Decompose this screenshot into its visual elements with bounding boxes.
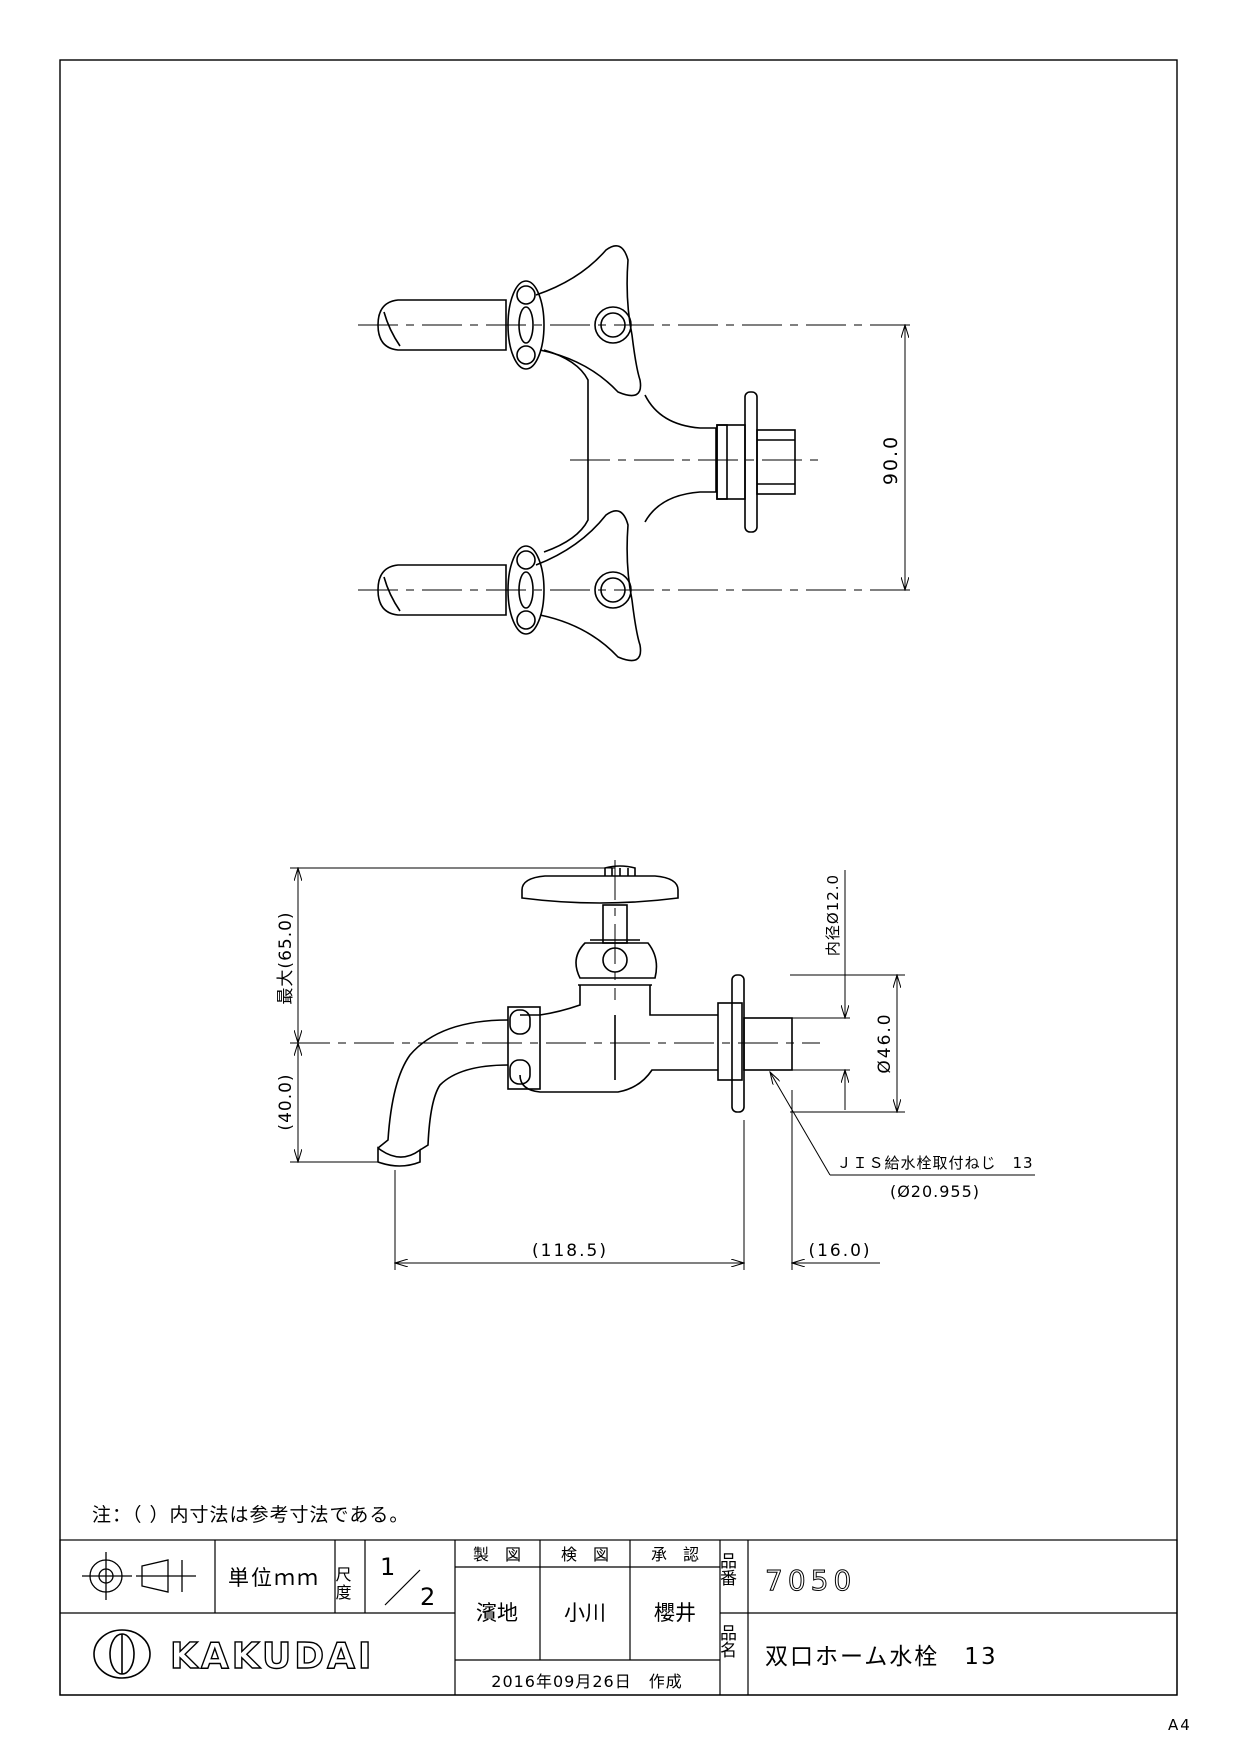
paper-size-label: A4 xyxy=(1168,1716,1192,1734)
created-date: 2016年09月26日 作成 xyxy=(491,1672,682,1691)
checked-by: 小川 xyxy=(564,1601,606,1625)
side-view-dimensions xyxy=(290,868,1035,1270)
third-angle-projection-icon xyxy=(82,1552,196,1600)
flange-diameter-label: Ø46.0 xyxy=(875,1012,895,1073)
title-block xyxy=(59,1539,1178,1696)
checked-header: 検 図 xyxy=(561,1545,609,1564)
thread-length-label: (16.0) xyxy=(808,1241,871,1261)
side-view xyxy=(377,865,793,1167)
drawing-frame xyxy=(59,59,1178,1696)
side-view-centerlines xyxy=(290,860,820,1044)
reference-dimension-note: 注：（ ）内寸法は参考寸法である。 xyxy=(92,1504,410,1526)
kakudai-logo-icon xyxy=(93,1629,151,1679)
scale-numerator: 1 xyxy=(380,1553,395,1581)
length-label: (118.5) xyxy=(532,1241,608,1261)
spout-height-label: (40.0) xyxy=(276,1073,296,1130)
max-height-label: 最大(65.0) xyxy=(276,911,296,1004)
part-name: 双口ホーム水栓 13 xyxy=(765,1644,998,1670)
part-no-label: 品番 xyxy=(716,1552,737,1586)
approved-by: 櫻井 xyxy=(654,1601,696,1625)
scale-label: 尺度 xyxy=(333,1566,352,1602)
thread-spec-label: ＪＩＳ給水栓取付ねじ 13 xyxy=(836,1154,1033,1172)
brand-name: KAKUDAI xyxy=(170,1636,374,1677)
part-name-label: 品名 xyxy=(716,1624,737,1658)
drawn-by: 濱地 xyxy=(476,1601,518,1625)
part-no: 7050 xyxy=(765,1564,856,1597)
top-view xyxy=(377,244,796,662)
inner-diameter-label: 内径Ø12.0 xyxy=(824,874,842,956)
drawn-header: 製 図 xyxy=(473,1545,521,1564)
approved-header: 承 認 xyxy=(651,1545,699,1564)
pitch-dimension-label: 90.0 xyxy=(880,435,902,485)
top-view-centerlines xyxy=(358,324,910,591)
scale-denominator: 2 xyxy=(420,1583,435,1611)
thread-diameter-label: (Ø20.955) xyxy=(890,1182,980,1201)
unit-label: 単位ｍｍ xyxy=(228,1566,320,1590)
